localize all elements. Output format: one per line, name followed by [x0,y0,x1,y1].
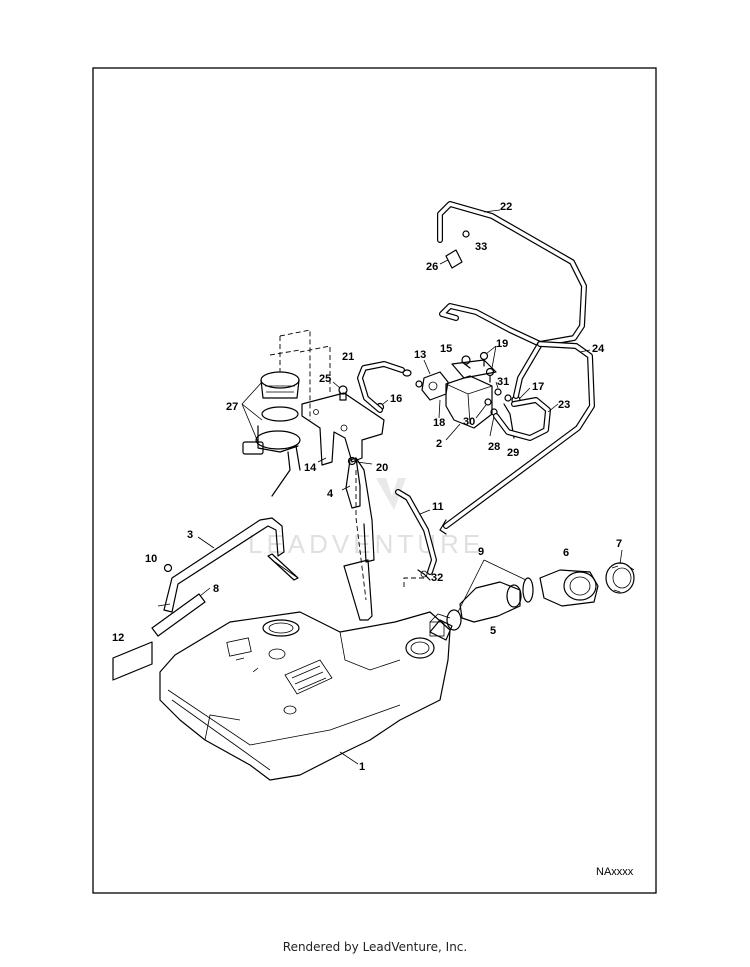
callout-6: 6 [563,547,569,559]
callout-1: 1 [359,761,365,773]
callout-20: 20 [376,462,388,474]
callout-31: 31 [497,376,509,388]
callout-12: 12 [112,632,124,644]
figure-id: NAxxxx [596,866,634,878]
part-clamp-32[interactable] [417,569,431,581]
callout-2: 2 [436,438,442,450]
part-bolt-25[interactable] [338,385,348,401]
part-hose-24[interactable] [439,341,595,535]
callout-30: 30 [463,416,475,428]
part-clamp-29[interactable] [503,403,515,439]
part-hose-22[interactable] [437,201,587,399]
callout-29: 29 [507,447,519,459]
callout-5: 5 [490,625,496,637]
callout-26: 26 [426,261,438,273]
callout-11: 11 [432,501,444,513]
callout-8: 8 [213,583,219,595]
callout-32: 32 [431,572,443,584]
callout-4: 4 [327,488,334,500]
part-canister-2[interactable] [445,359,497,429]
part-clamp-26[interactable] [445,249,463,269]
part-pad-8[interactable] [151,593,206,637]
part-label-12[interactable] [112,641,153,681]
callout-33: 33 [475,241,487,253]
part-hose-11[interactable] [395,489,437,575]
callout-24: 24 [592,343,605,355]
callout-15: 15 [440,343,452,355]
part-clamp-9[interactable] [446,577,534,631]
callout-18: 18 [433,417,445,429]
callout-13: 13 [414,349,426,361]
callout-9: 9 [478,546,484,558]
part-fitting-15[interactable] [461,355,471,369]
callout-7: 7 [616,538,622,550]
callout-10: 10 [145,553,157,565]
part-fuel-cap-7[interactable] [605,562,635,594]
callout-28: 28 [488,441,500,453]
callout-3: 3 [187,529,193,541]
part-nut-20[interactable] [347,456,357,466]
part-valve-13[interactable] [415,371,449,401]
part-filler-neck-5[interactable] [459,581,522,623]
part-gasket[interactable] [429,619,453,641]
callout-22: 22 [500,201,512,213]
part-washer-31[interactable] [494,388,502,396]
callout-27: 27 [226,401,238,413]
diagram-frame [92,67,657,894]
part-plate[interactable] [343,559,373,621]
part-fuel-pump-27[interactable] [242,371,301,497]
callout-25: 25 [319,373,331,385]
callout-17: 17 [532,381,544,393]
part-hose-21[interactable] [357,361,412,413]
part-nut-10[interactable] [163,563,173,573]
footer-credit: Rendered by LeadVenture, Inc. [282,940,468,954]
callout-16: 16 [390,393,402,405]
callout-19: 19 [496,338,508,350]
callout-14: 14 [304,462,317,474]
callout-23: 23 [558,399,570,411]
callout-21: 21 [342,351,354,363]
part-hose-23[interactable] [493,397,551,441]
part-clip-30[interactable] [484,398,492,406]
part-bolt-19[interactable] [479,351,495,383]
part-fuel-tank[interactable] [159,611,451,781]
part-bracket-14[interactable] [301,392,385,466]
part-clip-33[interactable] [462,230,470,238]
part-filler-housing-6[interactable] [539,569,599,607]
part-shim[interactable] [267,553,299,581]
